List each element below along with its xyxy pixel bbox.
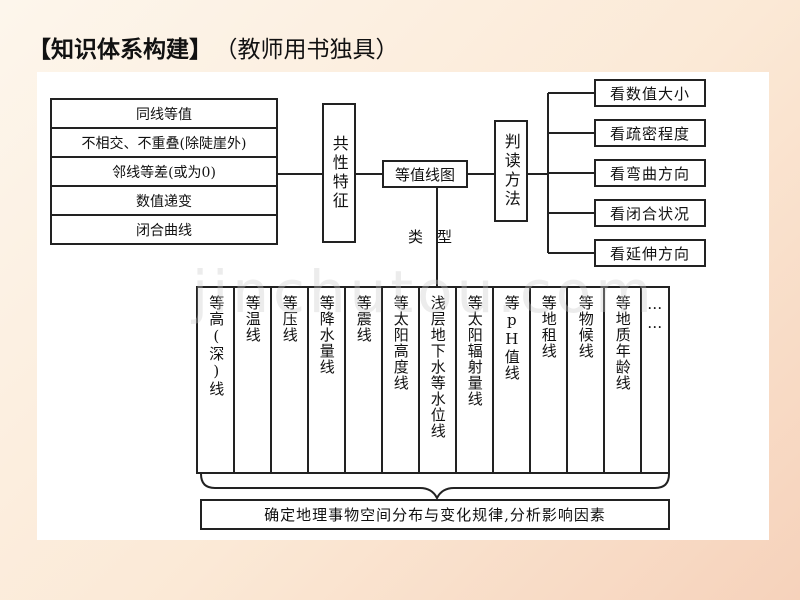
left-item-1: 不相交、不重叠(除陡崖外) xyxy=(50,127,278,158)
type-col-5: 等太阳高度线 xyxy=(383,287,420,473)
type-col-2: 等压线 xyxy=(272,287,309,473)
type-col-6: 浅层地下水等水位线 xyxy=(420,287,457,473)
center-box: 等值线图 xyxy=(382,160,468,188)
title-sub: （教师用书独具） xyxy=(226,37,399,63)
type-col-11: 等地质年龄线 xyxy=(605,287,642,473)
type-col-9: 等地租线 xyxy=(531,287,568,473)
type-col-3: 等降水量线 xyxy=(309,287,346,473)
right-item-3: 看闭合状况 xyxy=(594,199,706,227)
right-item-1: 看疏密程度 xyxy=(594,119,706,147)
type-col-1: 等温线 xyxy=(235,287,272,473)
left-item-3: 数值递变 xyxy=(50,185,278,216)
right-item-4: 看延伸方向 xyxy=(594,239,706,267)
bottom-box: 确定地理事物空间分布与变化规律,分析影响因素 xyxy=(200,499,670,530)
type-col-7: 等太阳辐射量线 xyxy=(457,287,494,473)
left-item-0: 同线等值 xyxy=(50,98,278,129)
right-item-0: 看数值大小 xyxy=(594,79,706,107)
left-item-2: 邻线等差(或为0) xyxy=(50,156,278,187)
title-main: 【知识体系构建】 xyxy=(28,37,212,63)
watermark: jinchutou.com xyxy=(192,258,656,326)
right-item-2: 看弯曲方向 xyxy=(594,159,706,187)
page-title: 【知识体系构建】 （教师用书独具） xyxy=(28,30,399,64)
type-col-10: 等物候线 xyxy=(568,287,605,473)
type-col-12: …… xyxy=(645,295,664,333)
type-label: 类型 xyxy=(408,228,467,246)
type-col-4: 等震线 xyxy=(346,287,383,473)
type-col-8: 等pH值线 xyxy=(494,287,531,473)
feature-box: 共性特征 xyxy=(322,103,356,243)
left-item-4: 闭合曲线 xyxy=(50,214,278,245)
type-col-0: 等高(深)线 xyxy=(199,287,235,473)
method-box: 判读方法 xyxy=(494,120,528,222)
